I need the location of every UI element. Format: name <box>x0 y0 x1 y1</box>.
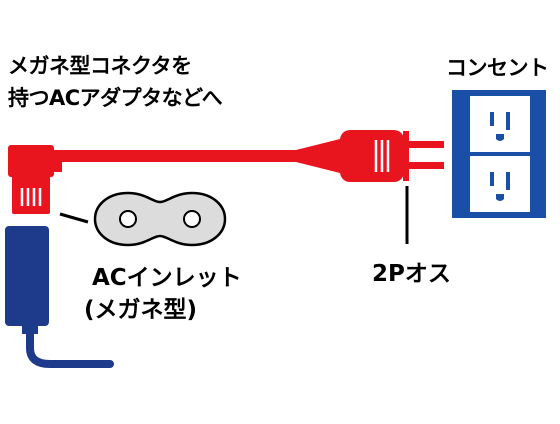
outlet-label: コンセント <box>446 56 549 80</box>
figure-8-inlet-icon <box>93 191 227 247</box>
inlet-leader-line <box>59 212 89 224</box>
ac-adapter <box>5 226 114 368</box>
inlet-type-label: (メガネ型) <box>84 297 198 323</box>
title-line-2: 持つACアダプタなどへ <box>8 86 223 110</box>
plug-label: 2Pオス <box>372 261 451 287</box>
power-cable <box>58 138 344 174</box>
title-line-1: メガネ型コネクタを <box>8 54 192 78</box>
adapter-cord <box>26 316 114 368</box>
adapter-body <box>5 226 49 326</box>
angled-iec-c7-connector-icon <box>8 145 62 214</box>
duplex-wall-outlet-icon <box>452 90 546 218</box>
two-prong-plug-icon <box>340 130 444 182</box>
inlet-label: ACインレット <box>92 265 242 291</box>
